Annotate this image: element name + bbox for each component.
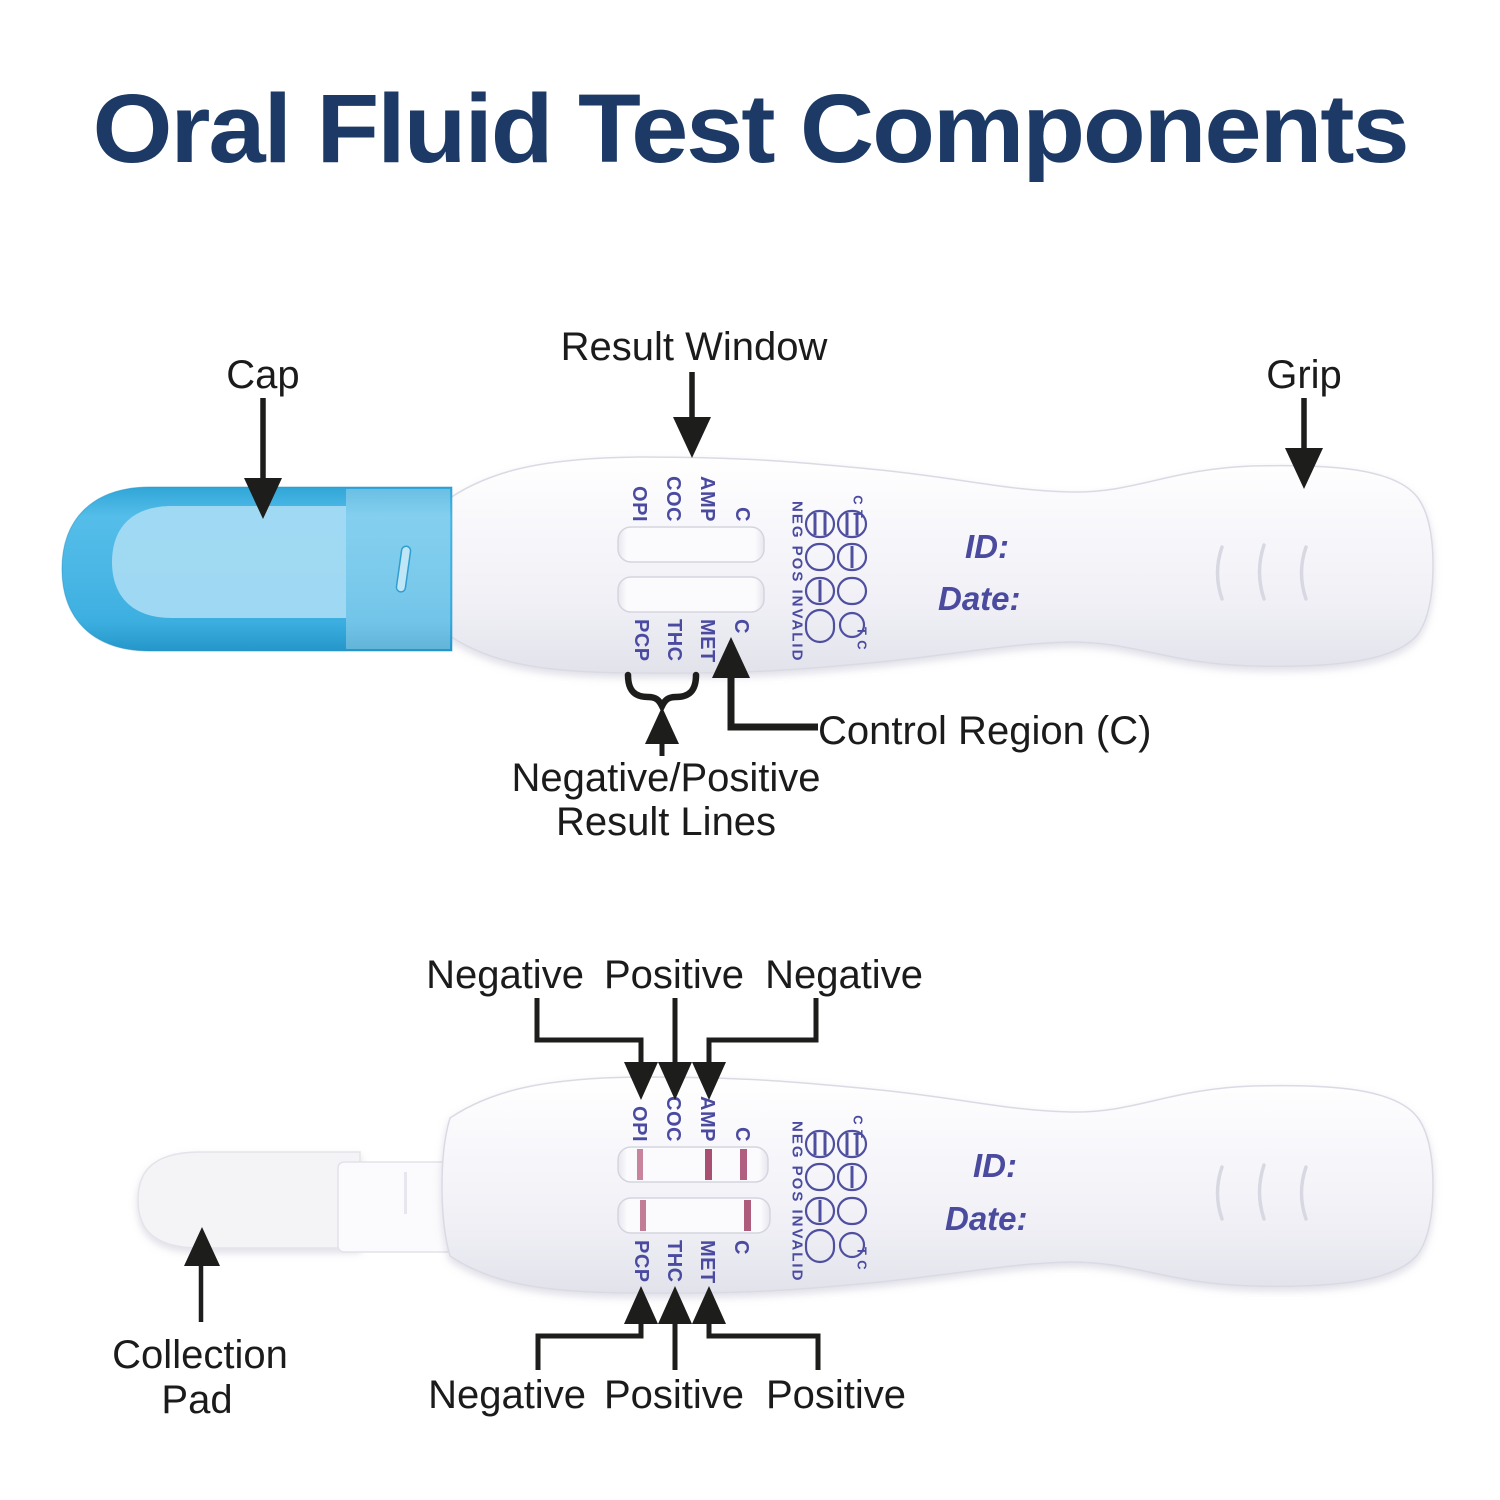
cap-vent-slot	[395, 545, 412, 593]
panel-label-c-upper: C	[731, 507, 753, 522]
strip-stem	[337, 1161, 459, 1253]
result-lines-label-1: Negative/Positive	[511, 756, 820, 800]
control-region-label: Control Region (C)	[818, 709, 1151, 753]
result-lines-brace	[624, 671, 700, 714]
pcp-arrow	[624, 1286, 658, 1324]
device-body	[441, 1076, 1434, 1294]
device-body	[441, 456, 1434, 674]
met-arrow	[692, 1286, 726, 1324]
result-lines-arrow	[645, 707, 679, 744]
cap-arrow	[244, 478, 282, 519]
panel-label-c-upper: C	[731, 1127, 753, 1142]
panel-label-coc: COC	[662, 476, 684, 522]
panel-label-met: MET	[696, 1240, 718, 1284]
result-window-arrow	[673, 417, 711, 458]
opi-leader	[534, 998, 644, 1064]
collection-pad-arrow	[184, 1227, 220, 1266]
amp-arrow	[692, 1062, 726, 1100]
date-field-label: Date:	[938, 580, 1021, 617]
cap-label: Cap	[226, 353, 299, 397]
panel-label-c-lower: C	[730, 1240, 752, 1255]
stem-groove	[404, 1172, 407, 1214]
result-line-control-upper	[740, 1149, 747, 1180]
result-line-amp	[705, 1149, 712, 1180]
result-window-upper	[617, 526, 765, 563]
cap	[61, 486, 453, 652]
opi-arrow	[624, 1062, 658, 1100]
amp-leader	[706, 998, 819, 1064]
thc-result-label: Positive	[604, 1373, 744, 1417]
result-lines-label-2: Result Lines	[556, 800, 776, 844]
control-region-leader	[727, 674, 818, 731]
pcp-leader	[535, 1312, 644, 1370]
top-device-annotations: Cap Result Window Grip Control Region (C…	[226, 325, 1341, 844]
panel-label-c-lower: C	[730, 619, 752, 634]
bottom-device: OPI COC AMP C PCP THC MET C ID: Date:	[137, 1076, 1434, 1294]
coc-arrow	[658, 1062, 692, 1100]
top-device: OPI COC AMP C PCP THC MET C ID: Date:	[61, 456, 1434, 674]
panel-label-opi: OPI	[628, 486, 650, 522]
pcp-result-label: Negative	[428, 1373, 586, 1417]
control-region-arrow	[712, 637, 750, 678]
panel-label-opi: OPI	[628, 1106, 650, 1142]
cap-highlight	[346, 489, 450, 649]
result-line-control-lower	[744, 1200, 751, 1231]
cap-inner-pad-silhouette	[112, 506, 346, 618]
result-window-label: Result Window	[561, 325, 828, 369]
panel-label-amp: AMP	[696, 476, 718, 522]
panel-label-thc: THC	[663, 1240, 685, 1283]
panel-label-pcp: PCP	[630, 619, 652, 662]
collection-pad-label-1: Collection	[112, 1333, 288, 1377]
id-field-label: ID:	[965, 528, 1009, 565]
panel-label-amp: AMP	[696, 1096, 718, 1142]
met-leader	[706, 1312, 821, 1370]
result-window-lower	[617, 576, 765, 613]
page-title: Oral Fluid Test Components	[93, 74, 1408, 183]
id-field-label: ID:	[973, 1147, 1017, 1184]
panel-label-pcp: PCP	[630, 1240, 652, 1283]
bottom-device-annotations: Negative Positive Negative Negative Posi…	[112, 953, 923, 1422]
coc-result-label: Positive	[604, 953, 744, 997]
result-window-lower	[617, 1197, 771, 1234]
result-line-opi	[637, 1149, 643, 1180]
date-field-label: Date:	[945, 1200, 1028, 1237]
panel-label-thc: THC	[663, 619, 685, 662]
met-result-label: Positive	[766, 1373, 906, 1417]
panel-label-met: MET	[696, 619, 718, 663]
grip-arrow	[1285, 448, 1323, 489]
collection-pad-label-2: Pad	[161, 1378, 232, 1422]
thc-arrow	[658, 1286, 692, 1324]
panel-label-coc: COC	[662, 1096, 684, 1142]
amp-result-label: Negative	[765, 953, 923, 997]
result-window-upper	[617, 1146, 769, 1183]
grip-label: Grip	[1266, 353, 1342, 397]
collection-pad	[137, 1151, 361, 1249]
opi-result-label: Negative	[426, 953, 584, 997]
result-line-pcp	[640, 1200, 646, 1231]
